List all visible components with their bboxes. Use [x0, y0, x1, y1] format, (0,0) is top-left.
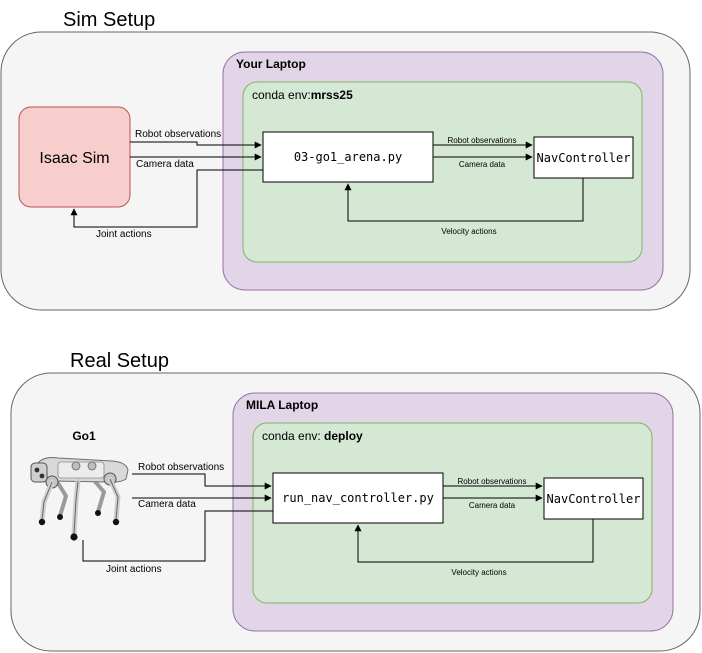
real-script-box [272, 472, 444, 524]
sim-inner-robot-observations-label: Robot observations [448, 136, 517, 145]
real-conda-env-box [252, 422, 653, 604]
go1-robot-dog-icon [30, 457, 129, 541]
real-setup-title: Real Setup [70, 350, 169, 372]
real-camera-data-label: Camera data [138, 499, 196, 510]
sim-camera-data-label: Camera data [136, 159, 194, 170]
sim-velocity-actions-edge [344, 178, 584, 222]
sim-setup-title: Sim Setup [63, 9, 155, 31]
real-velocity-actions-edge [354, 519, 594, 563]
mila-laptop-label: MILA Laptop [246, 398, 318, 412]
real-conda-env-label: conda env: deploy [262, 429, 363, 443]
sim-inner-camera-data-label: Camera data [459, 160, 506, 169]
real-joint-actions-edge [82, 510, 273, 562]
sim-script-label: 03-go1_arena.py [294, 150, 402, 164]
real-navcontroller-label: NavController [547, 492, 641, 506]
go1-label: Go1 [72, 429, 96, 443]
real-navcontroller-box [543, 477, 644, 520]
real-inner-robot-observations-label: Robot observations [458, 477, 527, 486]
real-script-label: run_nav_controller.py [282, 491, 434, 505]
sim-navcontroller-label: NavController [537, 151, 631, 165]
sim-robot-observations-edge [130, 141, 262, 149]
sim-conda-env-label: conda env:mrss25 [252, 88, 353, 102]
sim-navcontroller-box [533, 136, 634, 179]
real-joint-actions-label: Joint actions [106, 564, 162, 575]
sim-robot-observations-label: Robot observations [135, 129, 221, 140]
isaac-sim-label: Isaac Sim [39, 150, 109, 167]
real-robot-observations-label: Robot observations [138, 462, 224, 473]
real-inner-camera-data-label: Camera data [469, 501, 516, 510]
sim-joint-actions-label: Joint actions [96, 229, 152, 240]
sim-joint-actions-edge [70, 169, 263, 228]
real-robot-observations-edge [132, 473, 272, 490]
sim-velocity-actions-label: Velocity actions [441, 227, 496, 236]
sim-script-box [262, 131, 434, 183]
real-velocity-actions-label: Velocity actions [451, 568, 506, 577]
sim-conda-env-box [242, 81, 643, 263]
your-laptop-label: Your Laptop [236, 57, 306, 71]
